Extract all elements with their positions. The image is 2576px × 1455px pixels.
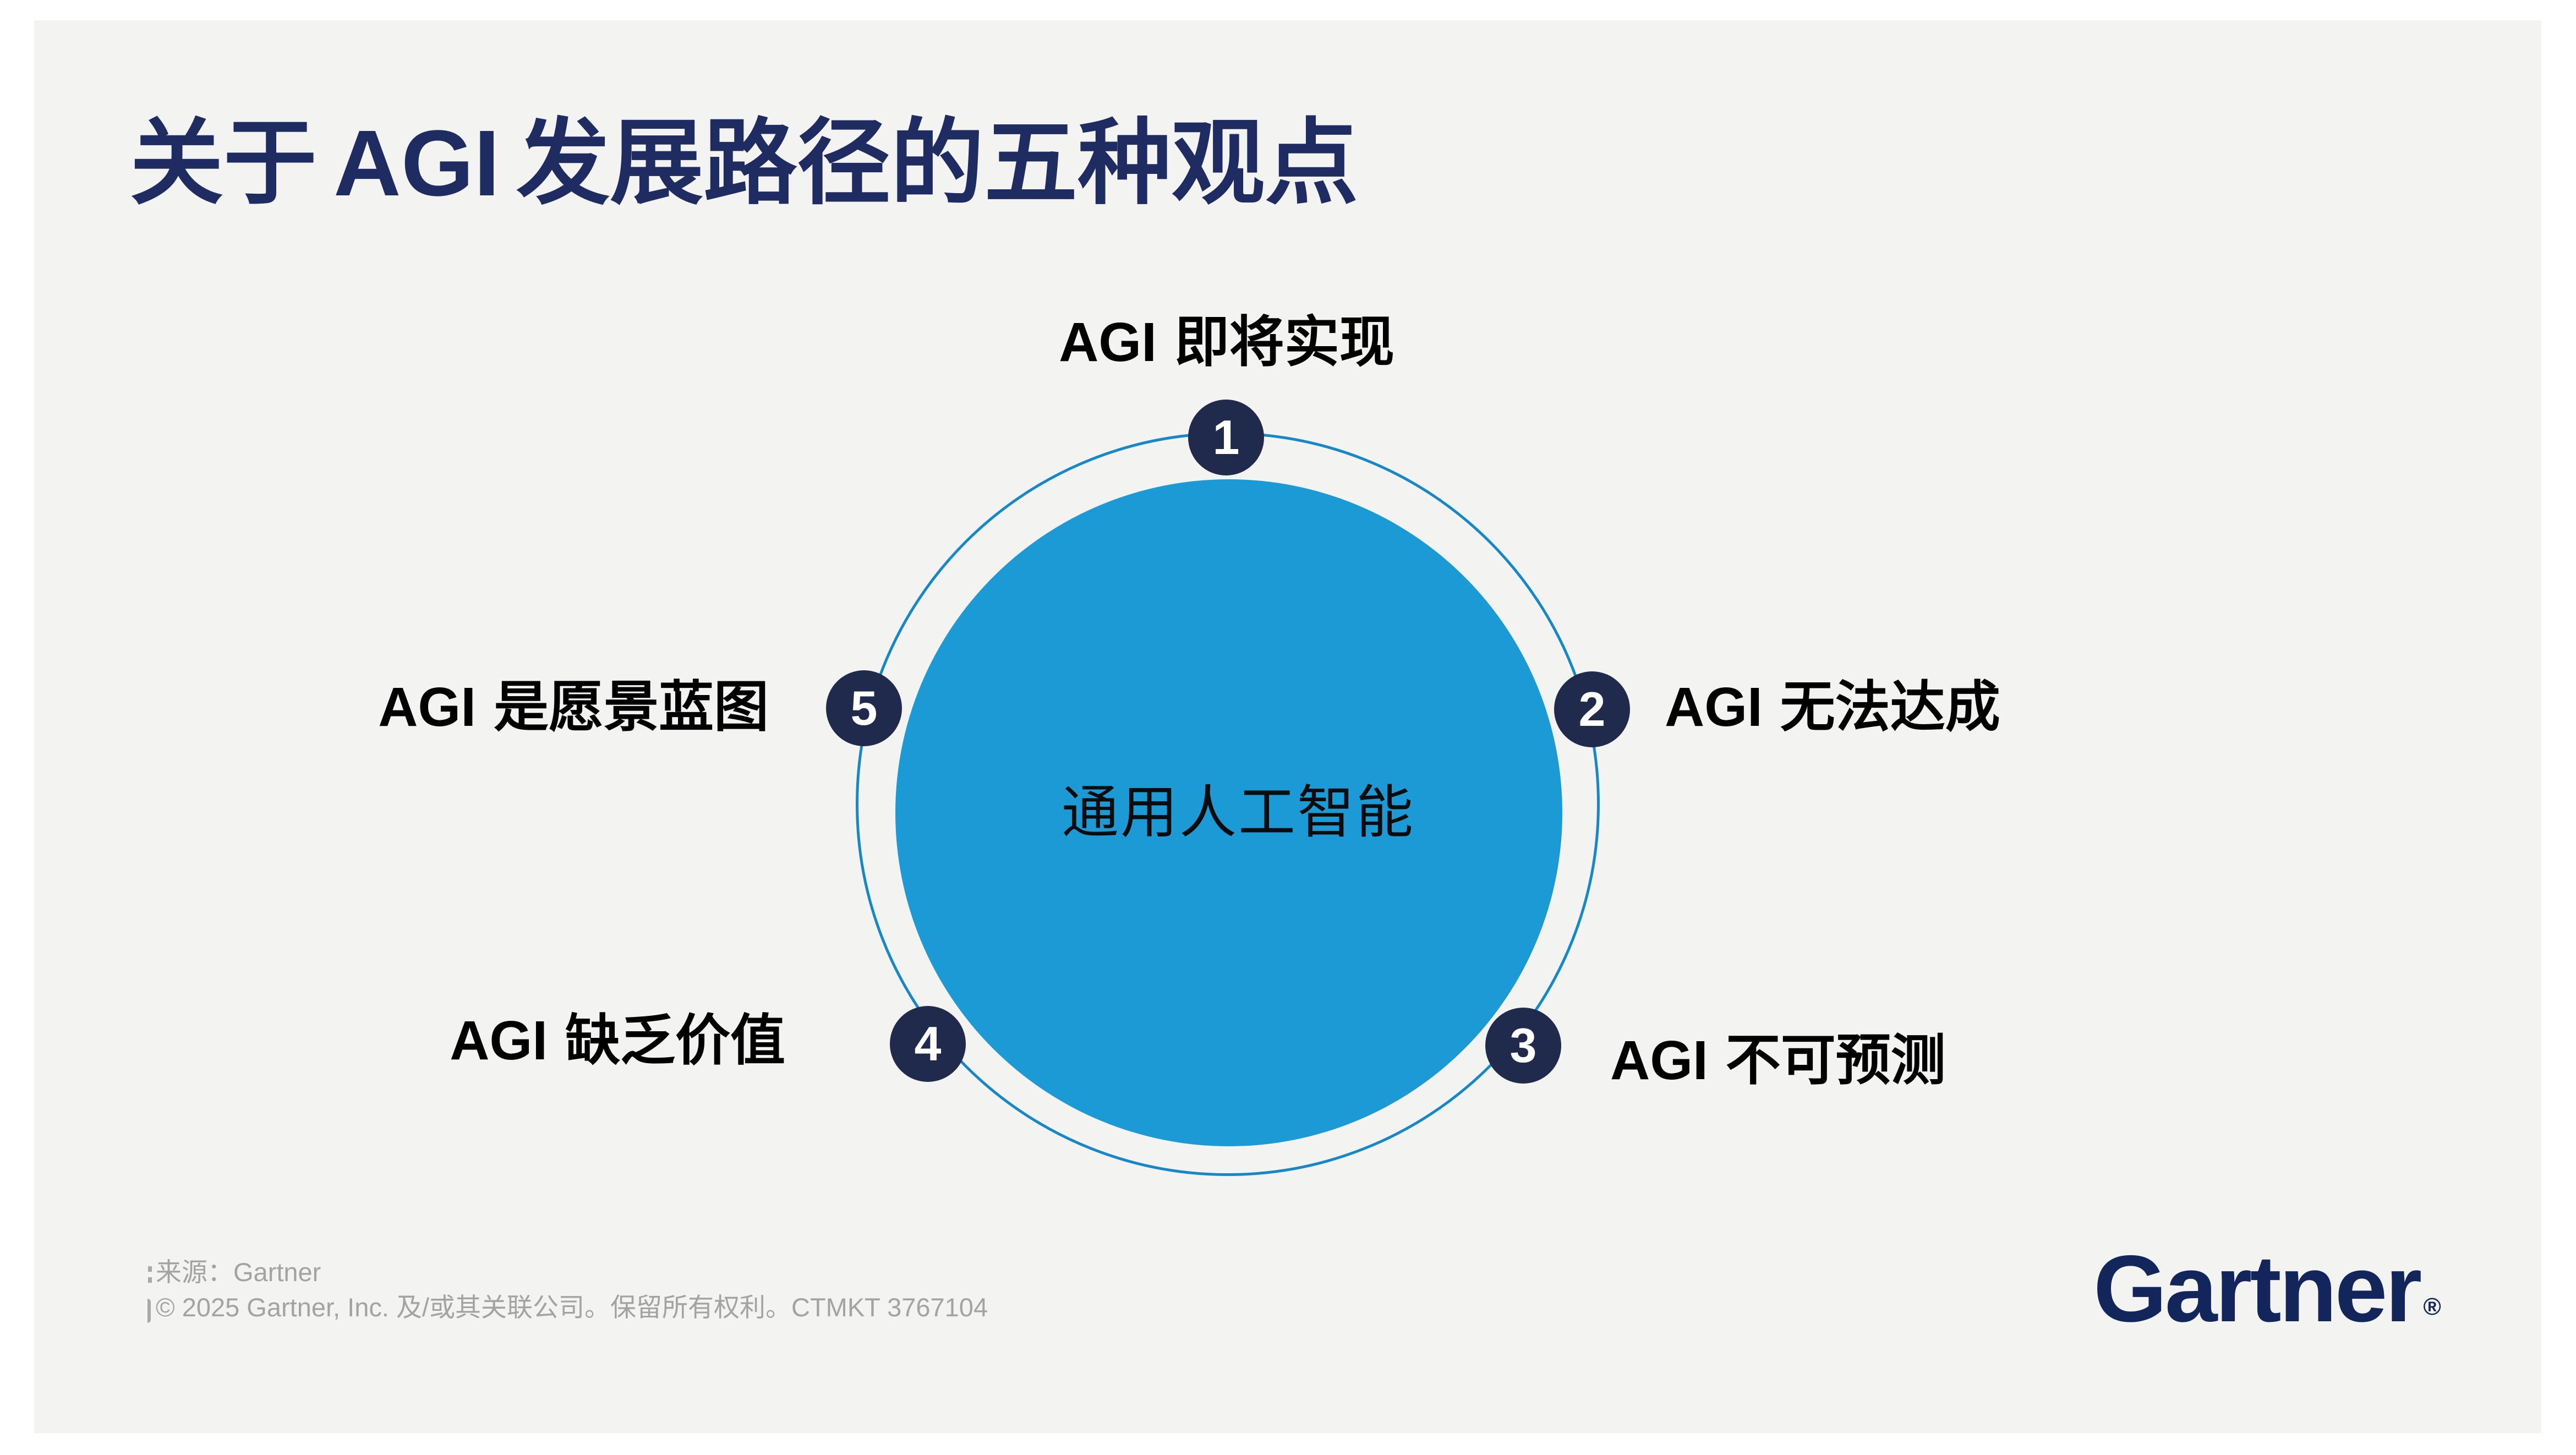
viewpoint-badge-5: 5 bbox=[826, 670, 902, 746]
footer-copyright-line: © 2025 Gartner, Inc. 及/或其关联公司。保留所有权利。CTM… bbox=[156, 1293, 988, 1322]
viewpoint-5-acronym: AGI bbox=[378, 676, 476, 738]
clipped-glyph-artifact bbox=[147, 1299, 151, 1323]
registered-mark-icon: ® bbox=[2423, 1293, 2441, 1320]
gartner-logo: Gartner® bbox=[2093, 1241, 2441, 1336]
viewpoint-label-1: AGI 即将实现 bbox=[951, 309, 1502, 376]
footer-source-line: 来源：Gartner bbox=[156, 1257, 321, 1287]
gartner-logo-text: Gartner bbox=[2093, 1236, 2422, 1342]
viewpoint-4-text: 缺乏价值 bbox=[565, 1010, 785, 1071]
viewpoint-badge-4: 4 bbox=[890, 1006, 966, 1082]
viewpoint-label-2: AGI 无法达成 bbox=[1665, 674, 2000, 741]
viewpoint-badge-3: 3 bbox=[1485, 1008, 1561, 1084]
clipped-glyph-artifact bbox=[148, 1266, 152, 1272]
viewpoint-badge-2: 2 bbox=[1554, 671, 1630, 747]
viewpoint-2-acronym: AGI bbox=[1665, 676, 1763, 738]
center-circle bbox=[895, 479, 1562, 1146]
title-acronym: AGI bbox=[333, 111, 500, 216]
viewpoint-2-text: 无法达成 bbox=[1780, 677, 2000, 738]
title-suffix: 发展路径的五种观点 bbox=[516, 112, 1359, 216]
viewpoint-3-text: 不可预测 bbox=[1725, 1030, 1946, 1091]
viewpoint-label-3: AGI 不可预测 bbox=[1610, 1027, 1946, 1094]
clipped-glyph-artifact bbox=[148, 1277, 152, 1283]
viewpoint-5-text: 是愿景蓝图 bbox=[494, 677, 769, 738]
viewpoint-4-acronym: AGI bbox=[450, 1010, 548, 1071]
viewpoint-1-acronym: AGI bbox=[1059, 311, 1157, 373]
viewpoint-1-text: 即将实现 bbox=[1174, 312, 1394, 373]
viewpoint-label-5: AGI 是愿景蓝图 bbox=[378, 674, 769, 741]
viewpoint-badge-1: 1 bbox=[1188, 400, 1264, 475]
center-circle-label: 通用人工智能 bbox=[1061, 781, 1415, 845]
viewpoint-label-4: AGI 缺乏价值 bbox=[450, 1008, 785, 1074]
title-prefix: 关于 bbox=[130, 112, 318, 216]
viewpoint-3-acronym: AGI bbox=[1610, 1030, 1708, 1091]
footer: 来源：Gartner © 2025 Gartner, Inc. 及/或其关联公司… bbox=[156, 1255, 988, 1325]
